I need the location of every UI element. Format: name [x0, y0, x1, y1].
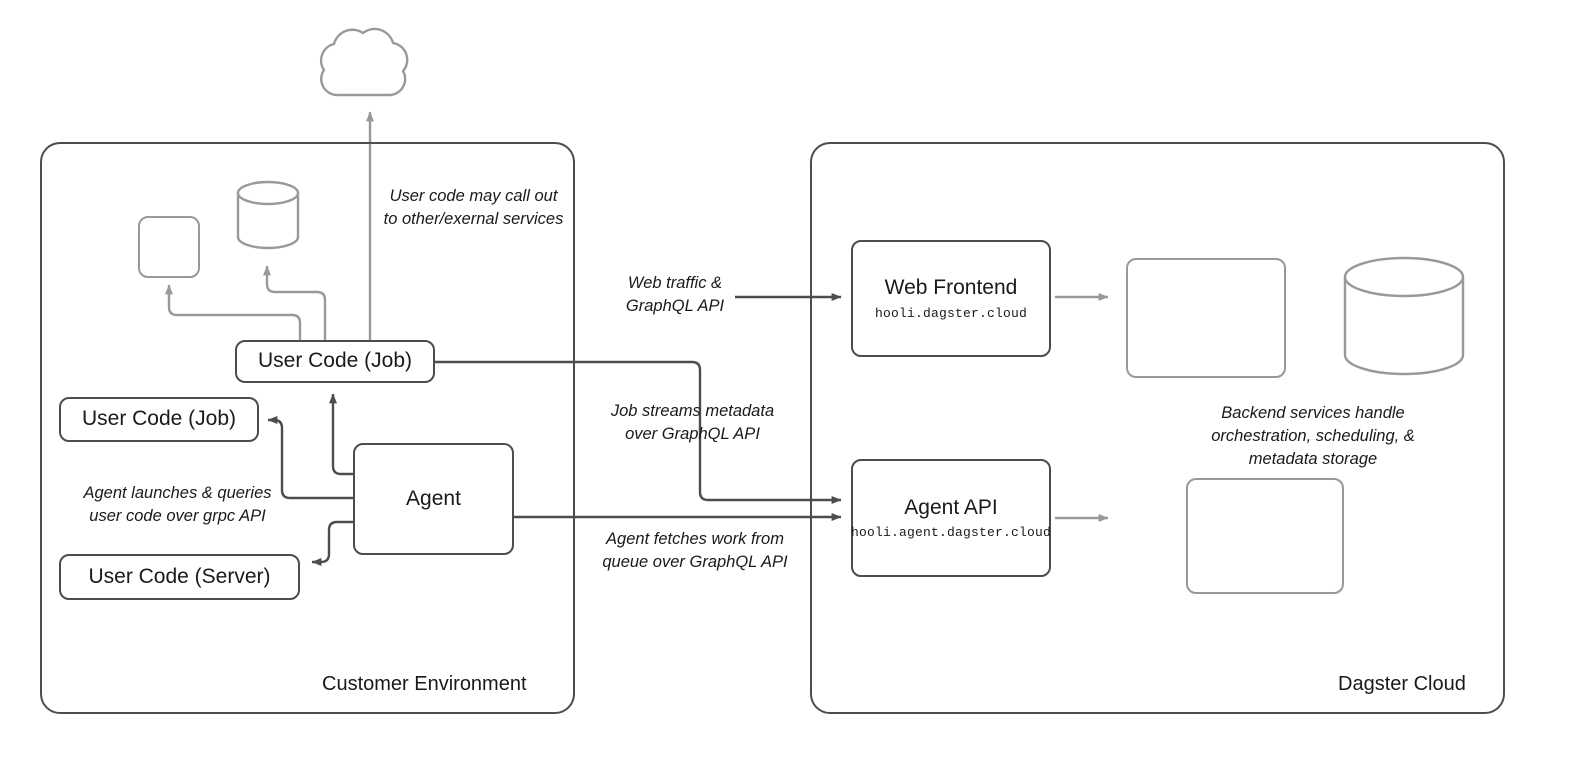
note-agent-fetches: Agent fetches work from queue over Graph… — [602, 530, 788, 571]
wire-agent-to-usercode-server — [311, 520, 353, 566]
node-title: User Code (Server) — [88, 564, 271, 588]
cloud-shape — [319, 27, 409, 97]
node-title: Agent — [406, 486, 461, 510]
node-title: Web Frontend — [884, 276, 1018, 300]
container-customer-environment — [40, 142, 575, 714]
rounded-box-gray-left — [138, 216, 200, 278]
node-user-code-server[interactable]: User Code (Server) — [59, 554, 300, 600]
container-label-customer-environment: Customer Environment — [322, 673, 527, 695]
wire-usercode-to-gray-cylinder — [263, 265, 327, 345]
node-subtitle: hooli.agent.dagster.cloud — [850, 525, 1052, 541]
note-external-services: User code may call out to other/exernal … — [383, 187, 564, 228]
node-user-code-job-top[interactable]: User Code (Job) — [235, 340, 435, 383]
wire-usercode-job-to-agent-api — [435, 360, 842, 504]
node-title: User Code (Job) — [81, 407, 237, 431]
node-agent-api[interactable]: Agent API hooli.agent.dagster.cloud — [851, 459, 1051, 577]
wire-agent-to-usercode-job-left — [267, 416, 353, 500]
node-title: User Code (Job) — [257, 349, 413, 373]
database-cylinder-gray-left — [236, 180, 300, 250]
note-web-traffic: Web traffic & GraphQL API — [625, 274, 725, 315]
node-user-code-job-left[interactable]: User Code (Job) — [59, 397, 259, 442]
wire-usercode-to-gray-box — [165, 284, 302, 345]
note-job-streams: Job streams metadata over GraphQL API — [610, 402, 775, 443]
node-subtitle: hooli.dagster.cloud — [874, 305, 1028, 321]
container-dagster-cloud — [810, 142, 1505, 714]
note-agent-grpc: Agent launches & queries user code over … — [83, 484, 272, 525]
database-cylinder-gray-right — [1343, 256, 1465, 376]
note-backend-services: Backend services handle orchestration, s… — [1211, 404, 1415, 468]
container-label-dagster-cloud: Dagster Cloud — [1338, 673, 1466, 695]
node-title: Agent API — [904, 495, 998, 519]
rounded-box-gray-backend-top — [1126, 258, 1286, 378]
node-web-frontend[interactable]: Web Frontend hooli.dagster.cloud — [851, 240, 1051, 357]
node-agent[interactable]: Agent — [353, 443, 514, 555]
wire-agent-to-usercode-job-top — [329, 393, 353, 476]
rounded-box-gray-backend-bottom — [1186, 478, 1344, 594]
